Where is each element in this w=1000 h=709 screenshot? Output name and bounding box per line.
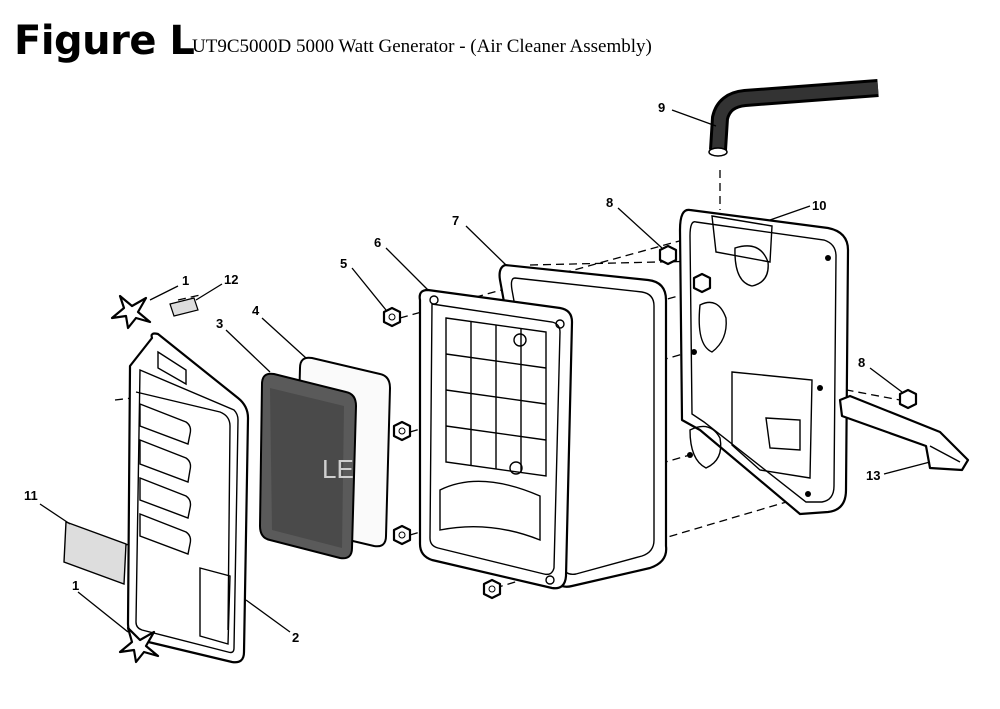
part-8-nuts: [658, 244, 918, 410]
callout-2: 2: [292, 630, 299, 645]
figure-heading: Figure L: [14, 18, 195, 64]
part-1-clip-bottom: [118, 626, 160, 664]
callout-4: 4: [252, 303, 260, 318]
callout-9: 9: [658, 100, 665, 115]
part-12-small-label: [169, 297, 199, 317]
callout-8-top: 8: [606, 195, 613, 210]
callout-7: 7: [452, 213, 459, 228]
part-9-breather-hose: [708, 79, 879, 157]
callout-13: 13: [866, 468, 880, 483]
leader-lines: [39, 109, 931, 633]
nut-lower: [392, 524, 412, 546]
cover-slots: [139, 402, 192, 555]
callout-12: 12: [224, 272, 238, 287]
nut-middle: [392, 420, 412, 442]
callout-11: 11: [24, 488, 38, 503]
part-11-label: [63, 521, 127, 585]
callout-5: 5: [340, 256, 347, 271]
element-case-grid: [445, 322, 547, 473]
part-10-air-cleaner-base: [678, 208, 850, 516]
part-13-bracket: [838, 394, 970, 472]
part-3-inner-filter: [258, 372, 358, 560]
figure-title: UT9C5000D 5000 Watt Generator - (Air Cle…: [192, 36, 652, 57]
callout-8-right: 8: [858, 355, 865, 370]
part-2-cover: [126, 332, 250, 664]
callout-numbers: 1 12 3 4 5 6 7 8 9 10 8 13 11 1 2: [24, 100, 880, 645]
callout-3: 3: [216, 316, 223, 331]
nut-top: [382, 306, 402, 328]
part-5-nuts: [382, 306, 502, 600]
callout-6: 6: [374, 235, 381, 250]
part-6-element-case: [418, 288, 574, 590]
callout-10: 10: [812, 198, 826, 213]
nut-bottom: [482, 578, 502, 600]
watermark: LE: [322, 454, 354, 484]
callout-1-bottom: 1: [72, 578, 79, 593]
callout-1-top: 1: [182, 273, 189, 288]
part-1-clip-top: [110, 294, 152, 330]
